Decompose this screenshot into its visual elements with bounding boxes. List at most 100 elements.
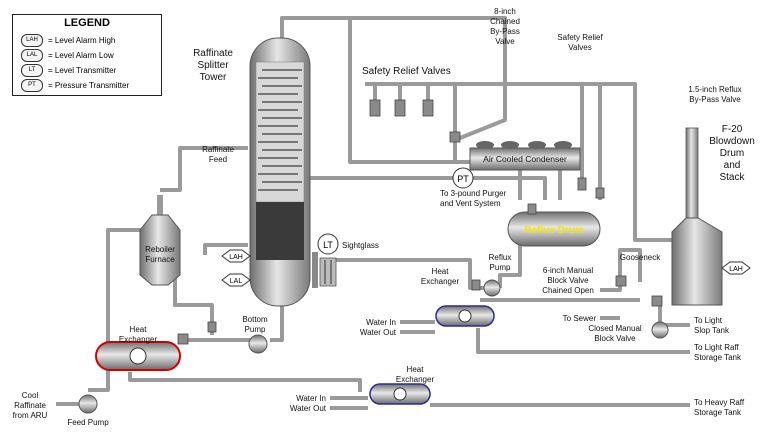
reflux-bypass-label: By-Pass Valve (689, 95, 741, 104)
drum-outlet (600, 248, 642, 292)
water-lines (330, 320, 435, 410)
valve (471, 279, 481, 291)
diagram-labels: Raffinate Splitter Tower Safety Relief V… (13, 7, 755, 427)
legend-item: LT = Level Transmitter (21, 63, 116, 77)
closed-block-label: Block Valve (594, 334, 636, 343)
feed-pipe (88, 228, 160, 392)
reflux-drum (507, 211, 601, 247)
light-raff-label: To Light Raff (694, 343, 740, 352)
sewer-label: To Sewer (563, 314, 597, 323)
hx1-label: Exchanger (119, 335, 158, 344)
reflux-pump-label: Reflux (489, 253, 512, 262)
blowdown-label: and (724, 160, 741, 171)
reflux-return (320, 258, 484, 290)
bottom-pump-label: Bottom (242, 315, 268, 324)
relief-header (365, 82, 700, 242)
water-in-label: Water In (296, 394, 326, 403)
blowdown-label: F-20 (722, 124, 743, 135)
relief-branches (373, 84, 457, 135)
reboiler-furnace (139, 195, 181, 286)
light-raff (476, 328, 690, 354)
bottoms (270, 300, 284, 342)
cool-raffinate-label: from ARU (13, 411, 48, 420)
legend-title: LEGEND (64, 17, 110, 29)
bypass-label: By-Pass (490, 27, 520, 36)
bottom-pump-label: Pump (245, 325, 266, 334)
valve (177, 333, 189, 345)
blowdown-label: Blowdown (709, 136, 755, 147)
bypass-label: Valve (495, 37, 515, 46)
blowdown-label: Drum (720, 148, 744, 159)
purger-label: and Vent System (440, 199, 501, 208)
relief-valve (422, 99, 434, 117)
vapor-line (348, 18, 470, 164)
closed-block-valve (651, 295, 663, 307)
closed-block-label: Closed Manual (588, 324, 642, 333)
sightglass-label: Sightglass (342, 241, 379, 250)
reboiler-return (203, 243, 248, 255)
light-slop-label: To Light (694, 316, 723, 325)
cool-raffinate-label: Cool (22, 391, 39, 400)
light-raff-label: Storage Tank (694, 353, 742, 362)
lt-instrument: LT (317, 233, 339, 255)
purger-label: To 3-pound Purger (440, 189, 507, 198)
svg-text:LT: LT (323, 240, 333, 250)
cool-raffinate-label: Raffinate (14, 401, 46, 410)
legend-item: LAL = Level Alarm Low (21, 48, 114, 62)
hx-outlet-1 (128, 372, 362, 392)
legend-symbol: LAL (21, 48, 43, 62)
legend: LEGEND LAH= Level Alarm High LAL = Level … (12, 14, 162, 96)
pipes (56, 16, 700, 410)
valve (207, 321, 217, 333)
relief-valve (394, 99, 406, 117)
air-cooled-condenser (469, 141, 581, 171)
relief-label-2: Valves (568, 43, 591, 52)
hx1-label: Heat (130, 325, 148, 334)
reflux-drum-label: Reflux Drum (524, 225, 584, 236)
heat-exchanger-2 (435, 305, 495, 327)
tower-label: Splitter (197, 60, 229, 71)
valves (177, 99, 663, 345)
legend-label: = Level Alarm Low (48, 50, 114, 60)
legend-label: = Level Transmitter (48, 65, 117, 75)
water-out-label: Water Out (290, 404, 327, 413)
bottom-pump (248, 334, 268, 354)
bypass-valve (449, 131, 461, 143)
feed-line (160, 146, 248, 192)
legend-symbol: LT (21, 63, 43, 77)
valve (527, 203, 537, 215)
gooseneck-label: Gooseneck (620, 253, 661, 262)
legend-item: LAH= Level Alarm High (21, 33, 115, 47)
reboiler-label: Reboiler (145, 245, 175, 254)
reflux-pump-label: Pump (490, 263, 511, 272)
blowdown-label: Stack (719, 172, 745, 183)
water-out-label: Water Out (360, 328, 397, 337)
condenser-to-drum (518, 168, 562, 200)
relief-valve (577, 177, 587, 191)
blowdown-drum (671, 127, 723, 306)
legend-item: PT= Pressure Transmitter (21, 78, 129, 92)
safety-relief-label: Safety Relief Valves (362, 66, 451, 77)
block-valve-label: Block Valve (547, 276, 589, 285)
hx2-label: Exchanger (421, 277, 460, 286)
hx2-label: Heat (432, 267, 450, 276)
bypass-line (453, 40, 507, 160)
tower-label: Tower (200, 72, 227, 83)
reboiler-loop (173, 260, 214, 335)
reflux-bypass-label: 1.5-inch Reflux (688, 85, 741, 94)
light-slop-label: Slop Tank (694, 326, 730, 335)
svg-text:LAL: LAL (230, 278, 243, 285)
feed-pump-label: Feed Pump (67, 418, 109, 427)
feed-pump (78, 394, 98, 414)
bypass-label: 8-inch (494, 7, 516, 16)
block-valve (615, 275, 627, 287)
svg-text:LAH: LAH (729, 266, 743, 273)
sightglass (312, 252, 337, 288)
reflux-bypass-valve (595, 187, 605, 199)
legend-label: = Level Alarm High (48, 35, 116, 45)
purger-line (310, 176, 547, 200)
svg-text:LAH: LAH (229, 254, 243, 261)
legend-symbol: PT (21, 78, 43, 92)
heat-exchanger-3 (369, 383, 431, 405)
